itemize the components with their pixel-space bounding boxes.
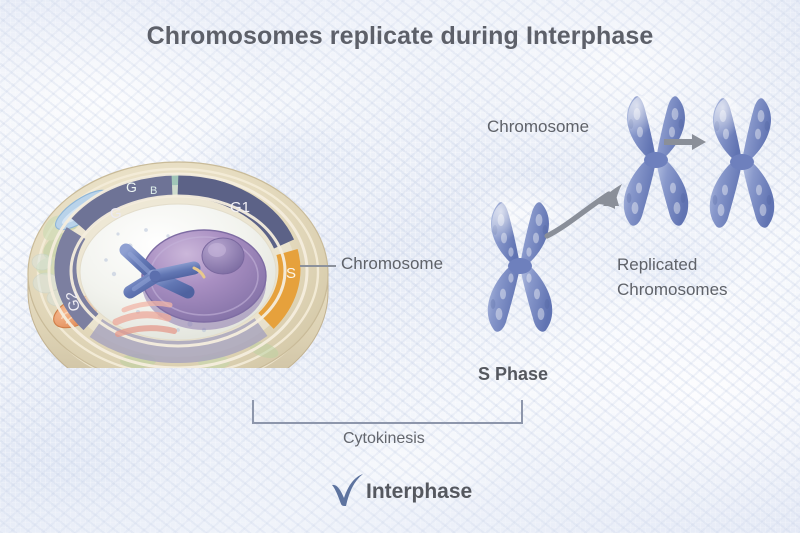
label-cytokinesis: Cytokinesis [343, 430, 425, 447]
check-icon [330, 474, 366, 513]
label-replicated-line2: Chromosomes [617, 280, 728, 299]
ring-label-gb-b: B [150, 185, 157, 197]
chromatid-group [709, 98, 775, 228]
label-replicated-line1: Replicated [617, 255, 698, 274]
chromatid-group [623, 96, 689, 226]
ring-label-g1: G1 [230, 199, 250, 216]
endoplasmic-reticulum [112, 300, 177, 337]
chromosome-s-phase [468, 196, 572, 343]
page-title: Chromosomes replicate during Interphase [146, 22, 654, 50]
chromosome-replicated-a [604, 90, 708, 237]
label-interphase: Interphase [366, 480, 473, 503]
chromosome-in-cell [119, 243, 206, 299]
ring-label-g: G [110, 205, 122, 222]
chromatid-group [487, 202, 553, 332]
ring-label-gb-g: G [126, 179, 137, 195]
right-arrow-icon [664, 130, 708, 159]
ring-label-g2: G2 [63, 290, 84, 313]
leader-line-chromosome [300, 265, 336, 267]
ring-label-s: S [286, 265, 296, 282]
cell-cycle-diagram: G1 S G2 G G B [18, 78, 338, 405]
interphase-bracket [252, 400, 523, 424]
nucleolus [201, 237, 245, 275]
label-chromosome-top: Chromosome [487, 117, 590, 136]
label-chromosome-cell: Chromosome [341, 254, 444, 273]
label-s-phase: S Phase [478, 364, 549, 384]
chromosome-replicated-b [690, 92, 794, 239]
curved-arrow-icon [543, 172, 643, 249]
label-replicated-chromosomes: Replicated Chromosomes [617, 252, 728, 302]
